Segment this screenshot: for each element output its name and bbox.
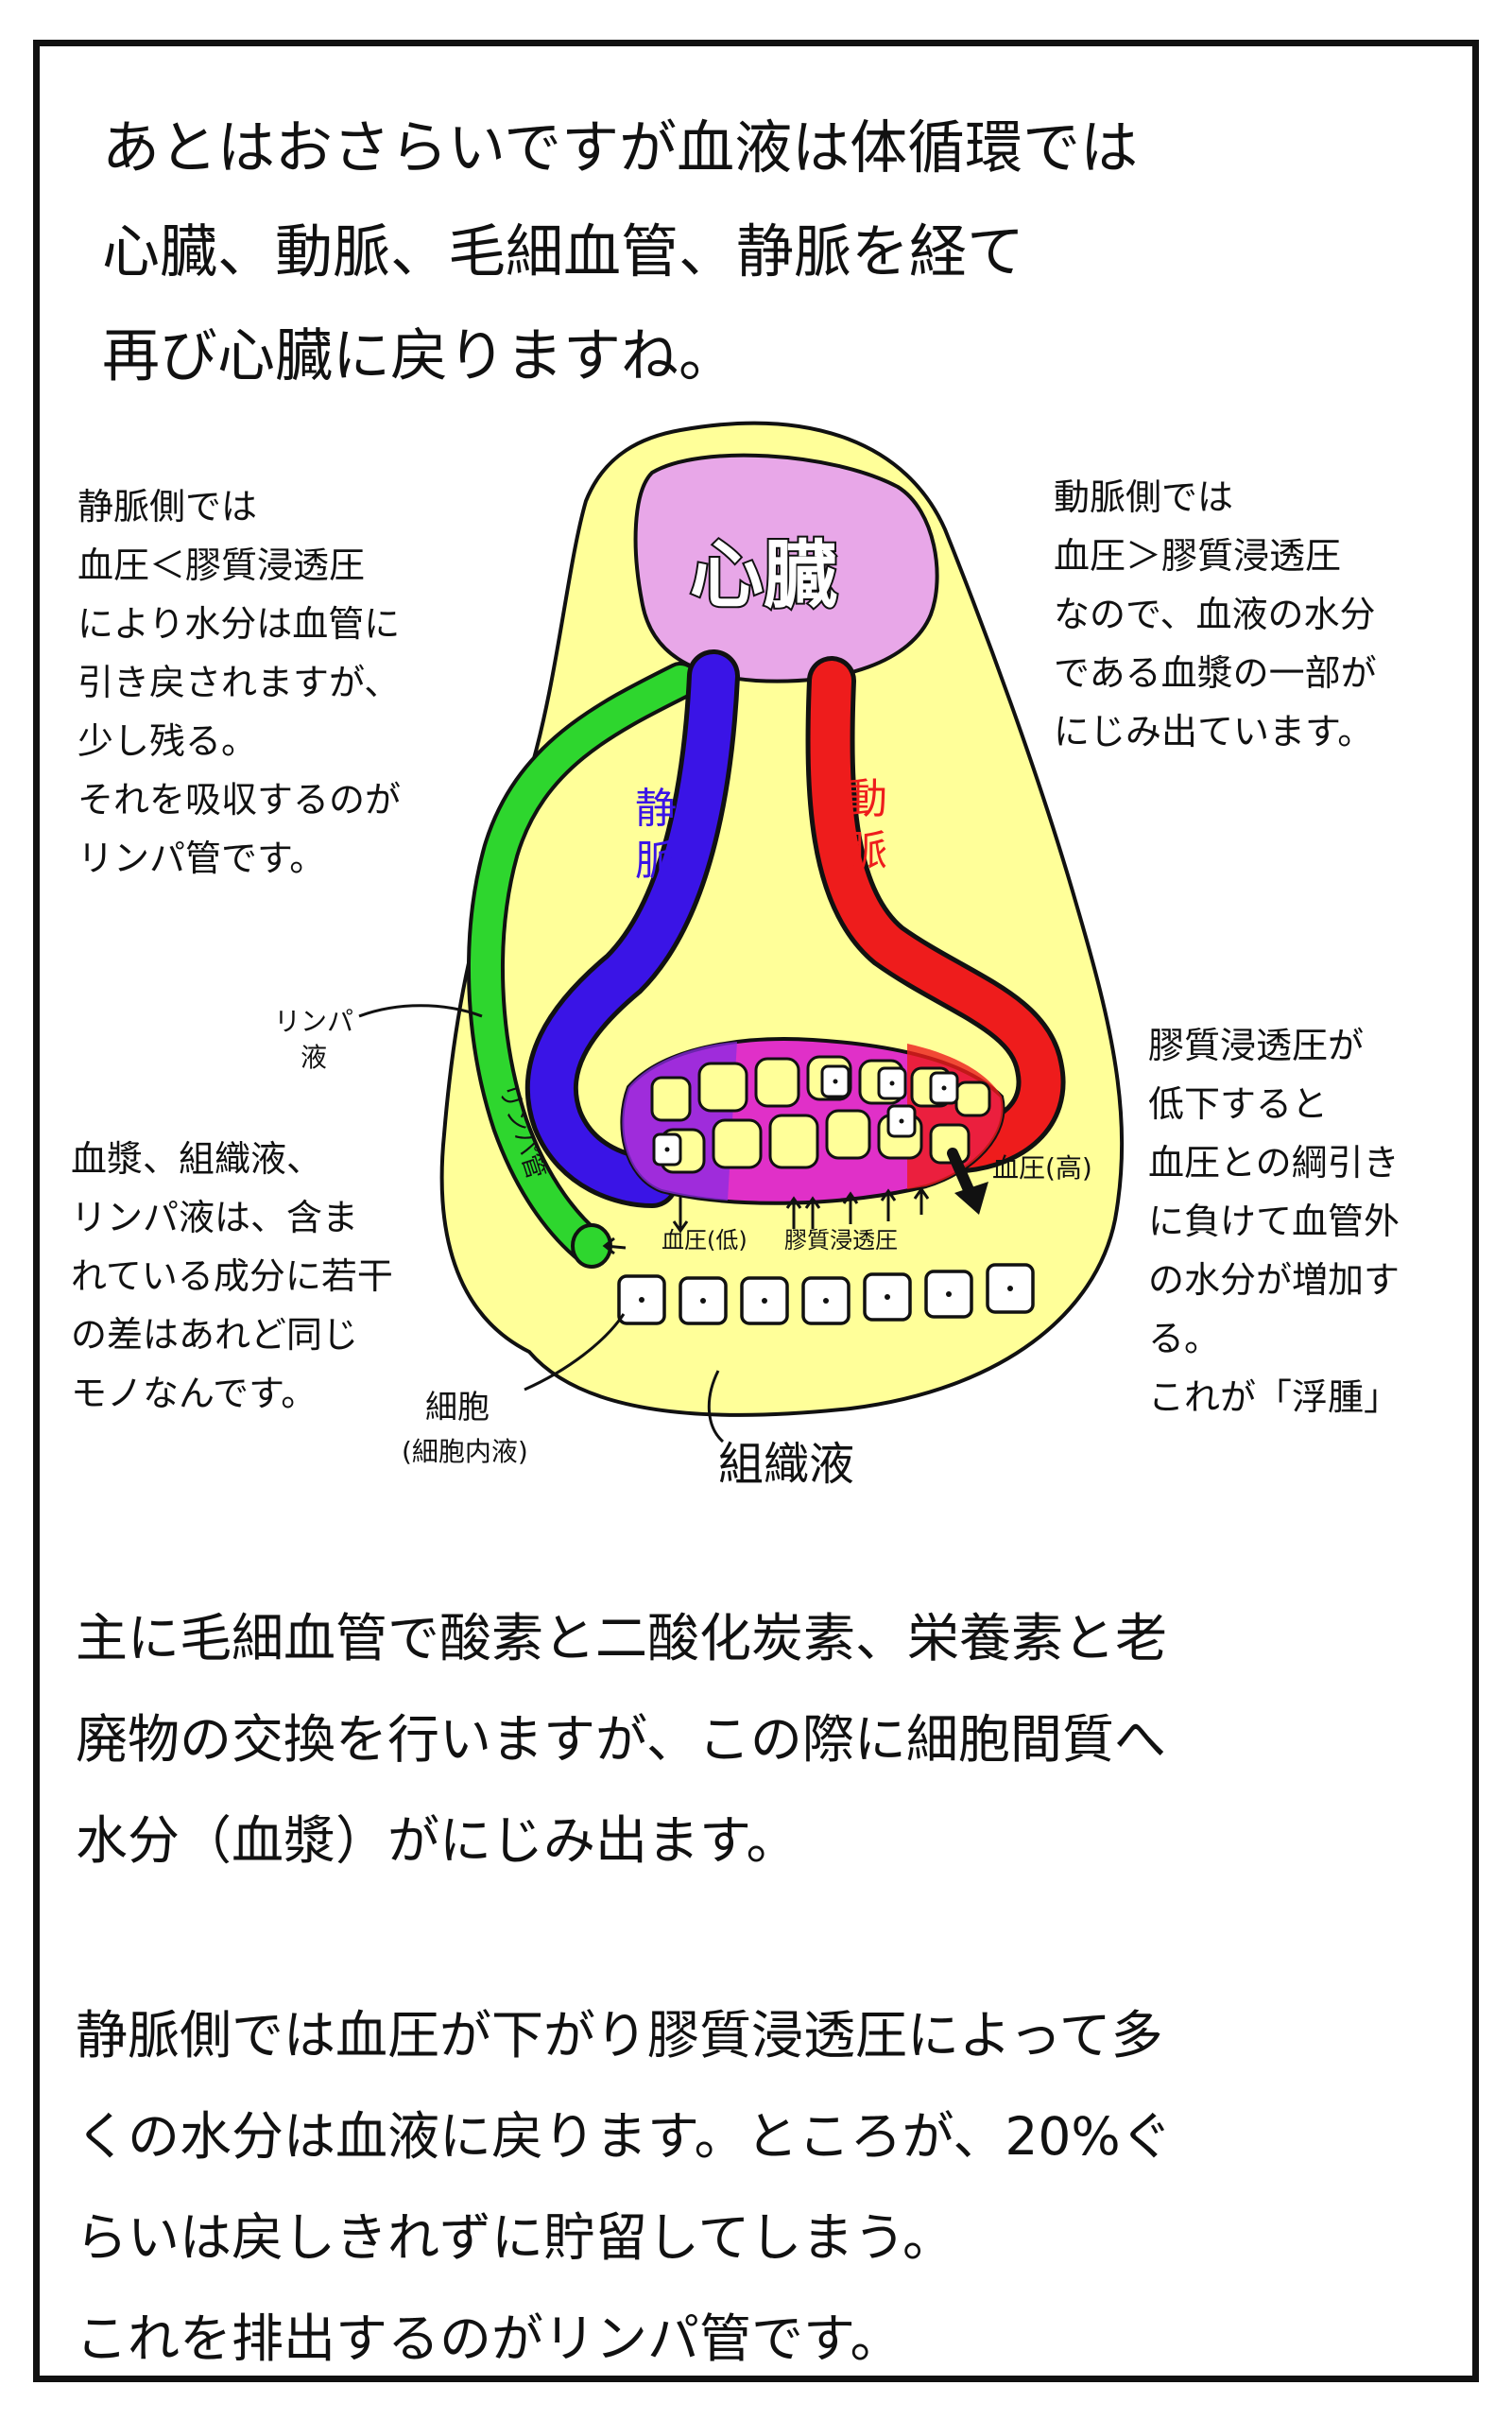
pressure-high-label: 血圧(高) <box>992 1152 1092 1184</box>
note-line: 少し残る。 <box>77 720 258 762</box>
note-line: これが「浮腫」 <box>1148 1376 1400 1418</box>
artery-label-1: 動 <box>846 775 887 823</box>
capillary-cells <box>652 1064 959 1167</box>
cell-pointer <box>524 1313 626 1392</box>
outro-paragraph-1: 主に毛細血管で酸素と二酸化炭素、栄養素と老 廃物の交換を行いますが、この際に細胞… <box>76 1588 1436 1892</box>
outro-line: 廃物の交換を行いますが、この際に細胞間質へ <box>76 1709 1166 1770</box>
note-line: の差はあれど同じ <box>71 1314 359 1356</box>
note-line: リンパ管です。 <box>77 838 326 879</box>
edema-note: 膠質浸透圧が 低下すると 血圧との綱引き に負けて血管外 の水分が増加す る。 … <box>1148 1016 1400 1426</box>
colloid-pressure-label: 膠質浸透圧 <box>784 1227 898 1253</box>
note-line: リンパ液は、含ま <box>71 1197 359 1238</box>
outro-line: これを排出するのがリンパ管です。 <box>76 2308 902 2369</box>
outro-line: 水分（血漿）がにじみ出ます。 <box>76 1810 799 1871</box>
intro-line: 再び心臓に戻りますね。 <box>102 322 737 389</box>
outro-line: らいは戻しきれずに貯留してしまう。 <box>76 2207 955 2268</box>
outro-line: 主に毛細血管で酸素と二酸化炭素、栄養素と老 <box>76 1608 1168 1668</box>
capillary-mesh <box>650 1055 991 1174</box>
lymph-fluid-label-2: 液 <box>301 1042 327 1073</box>
note-line: なので、血液の水分 <box>1054 594 1376 635</box>
outro-paragraph-2: 静脈側では血圧が下がり膠質浸透圧によって多 くの水分は血液に戻ります。ところが、… <box>76 1985 1436 2390</box>
lymph-fluid-pointer <box>358 1004 483 1018</box>
note-line: れている成分に若干 <box>71 1255 393 1297</box>
note-line: に負けて血管外 <box>1148 1201 1400 1242</box>
note-line: 血圧＜膠質浸透圧 <box>77 544 366 586</box>
note-line: 低下すると <box>1148 1083 1329 1125</box>
plasma-note: 血漿、組織液、 リンパ液は、含ま れている成分に若干 の差はあれど同じ モノなん… <box>71 1130 393 1423</box>
pressure-high-arrow <box>947 1148 988 1215</box>
pressure-low-label: 血圧(低) <box>662 1227 747 1253</box>
heart-shape <box>633 453 939 683</box>
note-line: 血圧＞膠質浸透圧 <box>1054 535 1342 577</box>
note-line: 膠質浸透圧が <box>1148 1025 1365 1066</box>
tissue-fluid-label: 組織液 <box>718 1438 854 1491</box>
intro-line: 心臓、動脈、毛細血管、静脈を経て <box>102 218 1025 285</box>
note-line: 動脈側では <box>1054 476 1234 518</box>
note-line: 引き戻されますが、 <box>77 662 401 703</box>
artery-side-note: 動脈側では 血圧＞膠質浸透圧 なので、血液の水分 である血漿の一部が にじみ出て… <box>1054 468 1377 761</box>
cell-label-2: (細胞内液) <box>402 1436 528 1467</box>
vein-side-note: 静脈側では 血圧＜膠質浸透圧 により水分は血管に 引き戻されますが、 少し残る。… <box>77 477 401 888</box>
cell-label-1: 細胞 <box>425 1389 490 1426</box>
tissue-fluid-pointer <box>707 1370 725 1443</box>
note-line: る。 <box>1148 1318 1221 1359</box>
note-line: それを吸収するのが <box>77 779 402 821</box>
lymph-entry-arrow <box>602 1236 627 1255</box>
note-line: モノなんです。 <box>71 1373 318 1414</box>
note-line: である血漿の一部が <box>1054 652 1377 694</box>
artery-label-2: 脈 <box>846 827 887 875</box>
note-line: の水分が増加す <box>1148 1259 1400 1301</box>
exchange-arrows <box>672 1186 930 1234</box>
outro-line: 静脈側では血圧が下がり膠質浸透圧によって多 <box>76 2005 1163 2066</box>
vein-label-2: 脈 <box>635 837 677 885</box>
lymph-fluid-label-1: リンパ <box>274 1006 353 1037</box>
intro-line: あとはおさらいですが血液は体循環では <box>102 114 1139 182</box>
note-line: 血圧との綱引き <box>1148 1142 1400 1184</box>
cell-nuclei <box>639 1079 1013 1304</box>
heart-label: 心臓 <box>690 533 837 618</box>
note-line: にじみ出ています。 <box>1054 711 1374 752</box>
note-line: 静脈側では <box>77 486 258 527</box>
intro-text: あとはおさらいですが血液は体循環では 心臓、動脈、毛細血管、静脈を経て 再び心臓… <box>102 96 1387 408</box>
note-line: により水分は血管に <box>77 603 401 645</box>
vein-label-1: 静 <box>635 785 677 833</box>
outro-line: くの水分は血液に戻ります。ところが、20%ぐ <box>76 2106 1173 2167</box>
note-line: 血漿、組織液、 <box>71 1138 323 1180</box>
